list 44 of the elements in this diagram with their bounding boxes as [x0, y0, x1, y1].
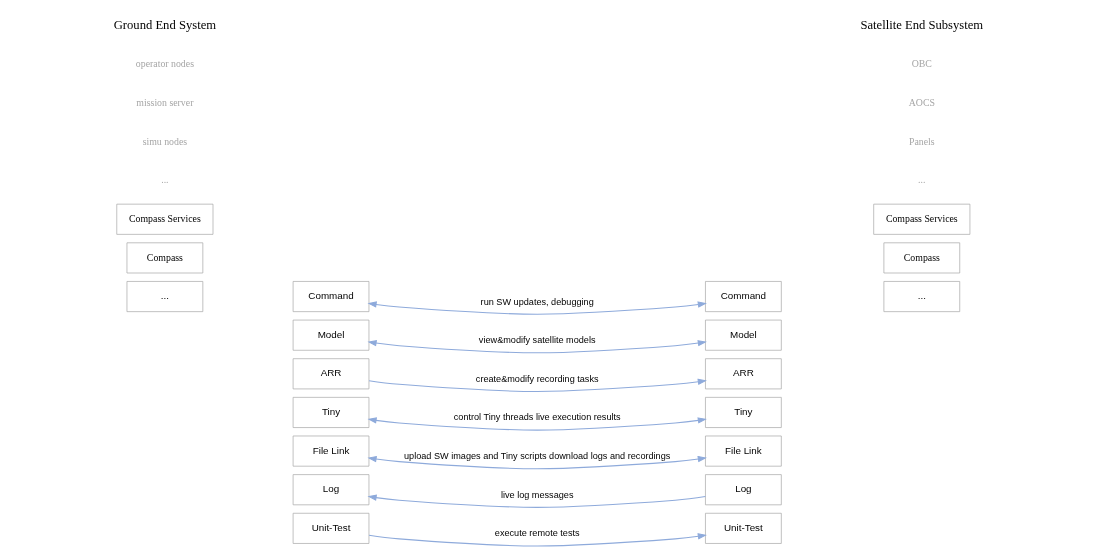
- arrow: [368, 378, 707, 392]
- node-box: Unit-Test: [292, 512, 370, 544]
- edge-label: create&modify recording tasks: [475, 373, 599, 384]
- node-box: Compass Services: [873, 203, 971, 235]
- node-box: Model: [705, 319, 782, 351]
- arrow: [367, 455, 707, 470]
- label: ...: [918, 174, 926, 186]
- node-box: Unit-Test: [705, 512, 782, 544]
- node-box: Log: [292, 474, 370, 506]
- node-box: Tiny: [705, 397, 782, 428]
- label: mission server: [136, 96, 194, 108]
- edge-label: control Tiny threads live execution results: [453, 412, 621, 423]
- node-box: Command: [292, 281, 370, 312]
- node-box: File Link: [705, 435, 782, 467]
- node-box: Compass Services: [116, 203, 214, 235]
- label: simu nodes: [142, 135, 188, 147]
- arrow: [367, 417, 707, 431]
- edge-label: run SW updates, debugging: [480, 296, 594, 307]
- edge-label: live log messages: [500, 489, 574, 500]
- label: Satellite End Subsystem: [860, 18, 984, 33]
- label: AOCS: [908, 96, 935, 108]
- node-box: ...: [883, 281, 961, 312]
- node-box: File Link: [292, 435, 370, 467]
- node-box: Command: [705, 281, 782, 312]
- node-box: ARR: [705, 358, 782, 390]
- node-box: ...: [126, 281, 204, 312]
- node-box: Compass: [883, 242, 961, 274]
- edge-label: upload SW images and Tiny scripts download logs and recordings: [404, 451, 671, 462]
- arrow: [367, 301, 707, 315]
- node-box: Tiny: [292, 397, 370, 428]
- label: ...: [161, 174, 169, 186]
- arrow: [368, 533, 707, 547]
- edge-label: view&modify satellite models: [478, 335, 596, 346]
- arrow: [367, 494, 706, 508]
- label: Panels: [908, 135, 935, 147]
- label: Ground End System: [113, 18, 217, 33]
- node-box: ARR: [292, 358, 370, 390]
- label: OBC: [911, 58, 932, 70]
- label: operator nodes: [135, 58, 194, 70]
- node-box: Compass: [126, 242, 204, 274]
- node-box: Model: [292, 319, 370, 351]
- arrow: [367, 340, 707, 354]
- node-box: Log: [705, 474, 782, 506]
- edge-label: execute remote tests: [494, 528, 580, 539]
